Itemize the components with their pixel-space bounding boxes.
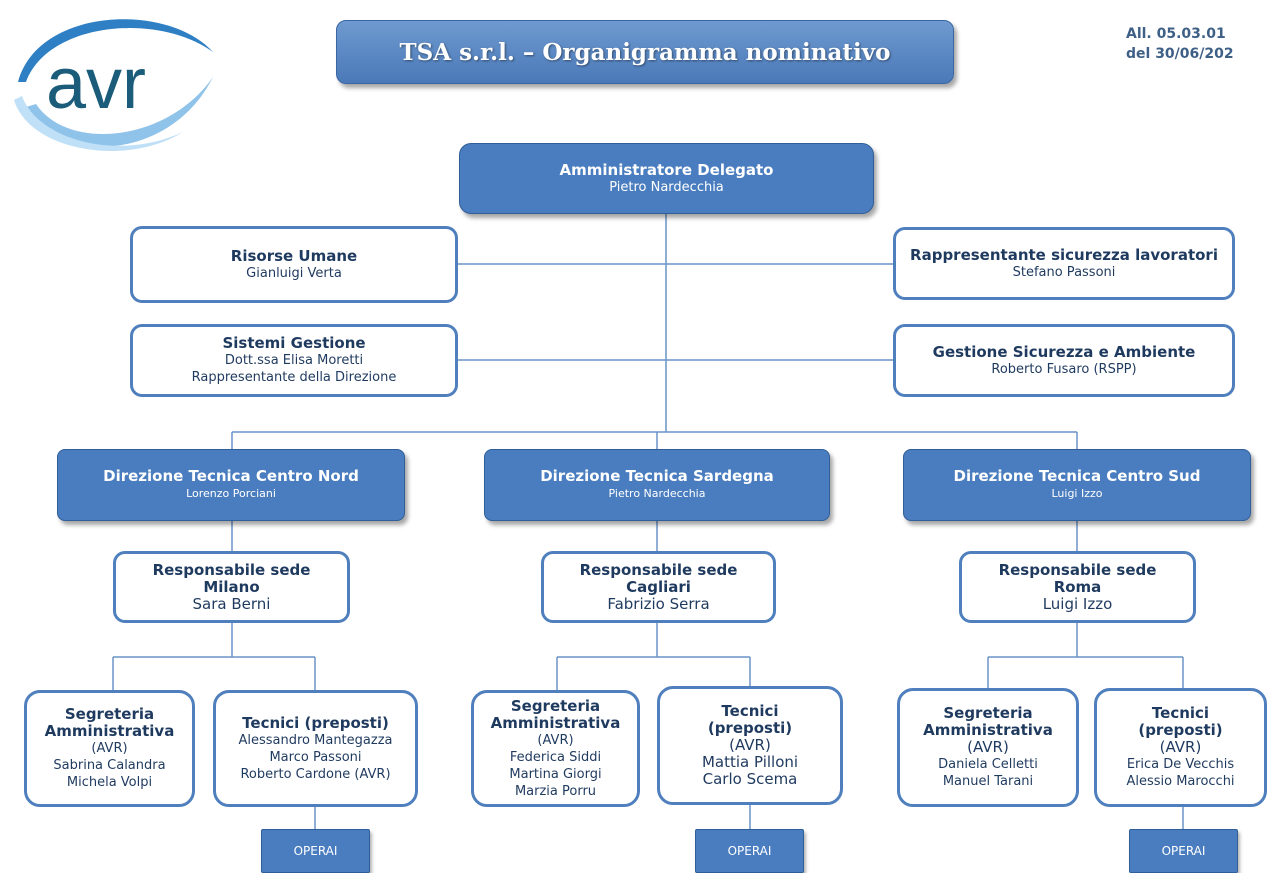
secretariat-person: Michela Volpi <box>66 775 153 790</box>
direction-name: Pietro Nardecchia <box>608 487 706 500</box>
management-systems-role: Rappresentante della Direzione <box>191 370 397 385</box>
secretariat-title: Segreteria <box>510 696 601 715</box>
secretariat-person: Sabrina Calandra <box>53 758 166 773</box>
secretariat-company: (AVR) <box>967 738 1009 756</box>
direction-name: Luigi Izzo <box>1051 487 1103 500</box>
document-code: All. 05.03.01 <box>1126 26 1226 42</box>
site-manager-name: Luigi Izzo <box>1042 594 1113 613</box>
site-city: Roma <box>1053 577 1102 596</box>
rsl-name: Stefano Passoni <box>1012 264 1116 280</box>
secretariat-person: Marzia Porru <box>514 783 597 799</box>
secretariat-title: Segreteria <box>64 705 155 723</box>
site-city: Cagliari <box>626 577 691 596</box>
workers-roma-box: OPERAI <box>1129 829 1238 873</box>
site-roma-box: Responsabile sede Roma Luigi Izzo <box>959 551 1196 623</box>
management-systems-name: Dott.ssa Elisa Moretti <box>224 353 364 368</box>
hr-box: Risorse Umane Gianluigi Verta <box>130 226 458 303</box>
management-systems-title: Sistemi Gestione <box>222 334 366 352</box>
avr-logo: avr <box>8 12 218 162</box>
safety-environment-name: Roberto Fusaro (RSPP) <box>991 361 1137 377</box>
secretariat-roma-box: Segreteria Amministrativa (AVR) Daniela … <box>897 688 1079 807</box>
technicians-title: (preposti) <box>707 719 793 737</box>
direction-title: Direzione Tecnica Sardegna <box>540 467 774 485</box>
technician-person: Alessandro Mantegazza <box>238 732 393 748</box>
technician-person: Erica De Vecchis <box>1126 757 1235 772</box>
rsl-box: Rappresentante sicurezza lavoratori Stef… <box>893 227 1235 300</box>
site-manager-name: Sara Berni <box>192 594 271 613</box>
safety-environment-title: Gestione Sicurezza e Ambiente <box>932 342 1196 361</box>
site-manager-name: Fabrizio Serra <box>607 594 710 613</box>
safety-environment-box: Gestione Sicurezza e Ambiente Roberto Fu… <box>893 324 1235 397</box>
direction-sardegna-box: Direzione Tecnica Sardegna Pietro Nardec… <box>484 449 830 521</box>
direction-title: Direzione Tecnica Centro Nord <box>103 467 359 485</box>
management-systems-box: Sistemi Gestione Dott.ssa Elisa Moretti … <box>130 324 458 397</box>
logo-swoosh-icon: avr <box>14 19 213 151</box>
ceo-name: Pietro Nardecchia <box>609 179 724 195</box>
document-date: del 30/06/202 <box>1126 46 1234 62</box>
direction-centro-sud-box: Direzione Tecnica Centro Sud Luigi Izzo <box>903 449 1251 521</box>
technicians-title: (preposti) <box>1138 721 1223 739</box>
site-city: Milano <box>203 577 260 596</box>
direction-name: Lorenzo Porciani <box>186 487 276 500</box>
secretariat-cagliari-box: Segreteria Amministrativa (AVR) Federica… <box>471 690 640 807</box>
technicians-milano-box: Tecnici (preposti) Alessandro Mantegazza… <box>213 690 418 807</box>
secretariat-person: Federica Siddi <box>509 749 602 765</box>
technicians-cagliari-box: Tecnici (preposti) (AVR) Mattia Pilloni … <box>657 686 843 805</box>
technician-person: Mattia Pilloni <box>701 753 799 771</box>
document-reference: All. 05.03.01 del 30/06/202 <box>1110 24 1267 84</box>
technician-person: Alessio Marocchi <box>1126 774 1235 789</box>
workers-cagliari-box: OPERAI <box>695 829 804 873</box>
site-role: Responsabile sede <box>152 560 311 579</box>
secretariat-company: (AVR) <box>537 732 574 748</box>
hr-title: Risorse Umane <box>230 246 358 265</box>
logo-text: avr <box>46 44 146 124</box>
secretariat-milano-box: Segreteria Amministrativa (AVR) Sabrina … <box>24 690 195 807</box>
technicians-company: (AVR) <box>729 736 771 754</box>
hr-name: Gianluigi Verta <box>246 265 342 281</box>
technician-person: Carlo Scema <box>702 770 798 788</box>
technicians-company: (AVR) <box>1159 738 1202 756</box>
ceo-title: Amministratore Delegato <box>559 160 774 179</box>
direction-centro-nord-box: Direzione Tecnica Centro Nord Lorenzo Po… <box>57 449 405 521</box>
technicians-title: Tecnici (preposti) <box>242 713 389 732</box>
secretariat-company: (AVR) <box>91 741 128 756</box>
technician-person: Roberto Cardone (AVR) <box>240 766 391 782</box>
workers-milano-box: OPERAI <box>261 829 370 873</box>
direction-title: Direzione Tecnica Centro Sud <box>953 467 1201 485</box>
secretariat-title: Segreteria <box>943 704 1033 722</box>
rsl-title: Rappresentante sicurezza lavoratori <box>910 245 1218 264</box>
site-cagliari-box: Responsabile sede Cagliari Fabrizio Serr… <box>541 551 776 623</box>
secretariat-title: Amministrativa <box>923 721 1053 739</box>
technicians-title: Tecnici <box>1151 704 1210 722</box>
secretariat-person: Daniela Celletti <box>938 757 1038 772</box>
site-role: Responsabile sede <box>579 560 738 579</box>
page-title: TSA s.r.l. – Organigramma nominativo <box>336 20 954 84</box>
technician-person: Marco Passoni <box>269 749 362 765</box>
secretariat-title: Amministrativa <box>44 722 175 740</box>
site-role: Responsabile sede <box>998 560 1157 579</box>
secretariat-person: Manuel Tarani <box>942 774 1034 789</box>
technicians-title: Tecnici <box>721 702 779 720</box>
secretariat-person: Martina Giorgi <box>509 766 602 782</box>
site-milano-box: Responsabile sede Milano Sara Berni <box>113 551 350 623</box>
secretariat-title: Amministrativa <box>490 713 621 732</box>
technicians-roma-box: Tecnici (preposti) (AVR) Erica De Vecchi… <box>1094 688 1267 807</box>
ceo-box: Amministratore Delegato Pietro Nardecchi… <box>459 143 874 214</box>
